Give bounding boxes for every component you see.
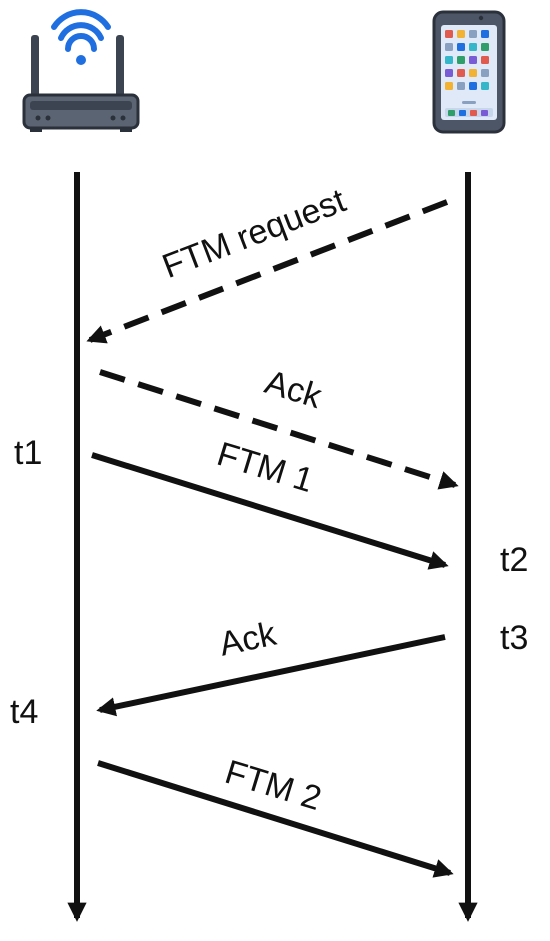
ack-2-arrow [96, 634, 446, 717]
timestamp-t3: t3 [500, 619, 528, 657]
app-tile [469, 56, 477, 64]
ack-1-label: Ack [261, 363, 327, 416]
app-tile [445, 82, 453, 90]
wifi-router-icon [22, 9, 140, 132]
ftm-request-arrow [86, 199, 449, 344]
ftm-1-label: FTM 1 [213, 435, 318, 500]
app-tile [445, 56, 453, 64]
timestamp-t1: t1 [14, 434, 42, 472]
timestamp-t4: t4 [10, 693, 38, 731]
ftm-request-label: FTM request [157, 181, 351, 286]
app-tile [481, 30, 489, 38]
app-tile [457, 43, 465, 51]
app-tile [457, 56, 465, 64]
ftm-1-arrow [91, 452, 449, 570]
timestamp-t2: t2 [500, 541, 528, 579]
app-tile [445, 30, 453, 38]
app-tile [457, 69, 465, 77]
app-tile [469, 43, 477, 51]
app-tile [481, 43, 489, 51]
smartphone-icon [432, 10, 506, 134]
app-tile [481, 69, 489, 77]
app-tile [457, 82, 465, 90]
app-tile [469, 69, 477, 77]
app-tile [445, 43, 453, 51]
app-tile [469, 30, 477, 38]
app-tile [469, 82, 477, 90]
app-tile [457, 30, 465, 38]
ftm-2-arrow [97, 760, 454, 878]
ack-1-arrow [99, 369, 459, 490]
ack-2-label: Ack [216, 615, 280, 664]
app-tile [481, 56, 489, 64]
app-tile [481, 82, 489, 90]
app-tile [445, 69, 453, 77]
